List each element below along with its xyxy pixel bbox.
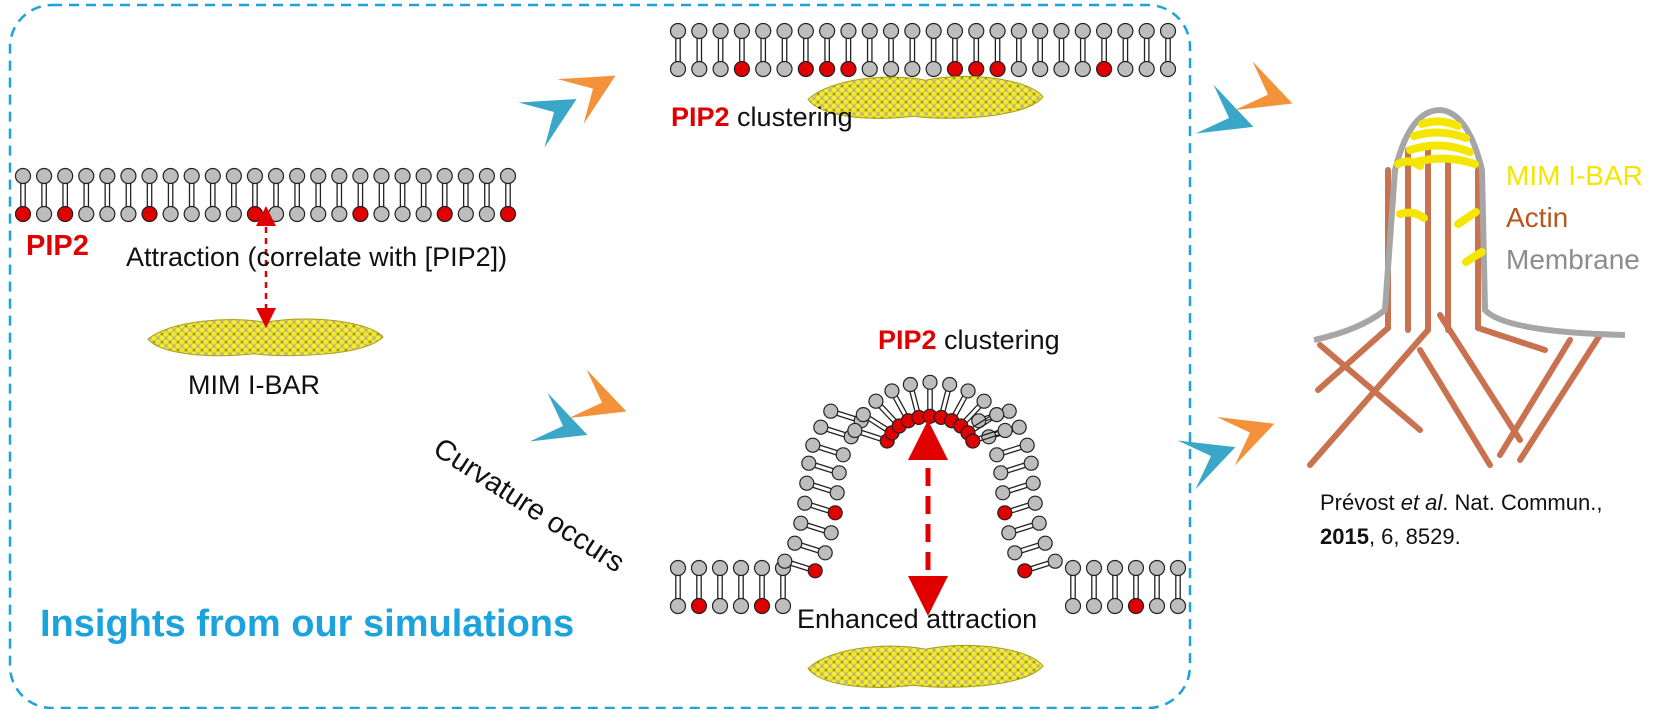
citation-year: 2015 [1320,524,1369,549]
mim-ibar-protein-bottom [807,644,1044,688]
chevron-arrow-icon [568,369,627,419]
filopodium-illustration [1307,107,1626,468]
citation: Prévost et al. Nat. Commun., 2015, 6, 85… [1320,486,1602,554]
chevron-arrow-icon [557,75,616,125]
top-pip2: PIP2 [671,102,730,132]
top-clustering-text: clustering [729,102,853,132]
clustered-membrane [669,22,1177,78]
chevron-arrow-icon [1216,417,1275,466]
flat-membrane [14,167,517,223]
legend-actin: Actin [1506,202,1569,233]
membranes [14,22,1187,615]
legend-mim-ibar: MIM I-BAR [1506,160,1643,191]
mim-ibar-label: MIM I-BAR [188,370,320,400]
enhanced-attraction-label: Enhanced attraction [797,604,1038,634]
chevron-arrow-icon [1195,84,1254,134]
insights-box [8,3,1192,709]
attraction-label: Attraction (correlate with [PIP2]) [126,242,508,272]
actin-filaments [1307,147,1603,468]
citation-rest: , 6, 8529. [1368,524,1461,549]
mim-ibar-proteins [1394,117,1486,266]
curved-membrane [669,374,1187,615]
proteins [147,75,1044,688]
insights-title: Insights from our simulations [40,603,575,645]
curved-clustering-label: PIP2 clustering [878,325,1060,356]
chevron-arrow-icon [518,99,577,148]
citation-journal: . Nat. Commun., [1442,490,1603,515]
top-clustering-label: PIP2 clustering [671,102,853,133]
curved-clustering-text: clustering [936,325,1060,355]
mim-ibar-protein [147,318,384,357]
citation-authors: Prévost [1320,490,1401,515]
chevron-arrow-icon [529,392,588,442]
pip2-label: PIP2 [26,230,89,262]
curved-pip2: PIP2 [878,325,937,355]
chevron-arrow-icon [1177,440,1236,490]
mim-ibar-protein-top [807,75,1044,119]
chevrons [518,61,1293,490]
legend-membrane: Membrane [1506,244,1640,275]
chevron-arrow-icon [1234,61,1293,111]
membrane-outline [1313,107,1626,343]
citation-etal: et al [1400,490,1443,515]
